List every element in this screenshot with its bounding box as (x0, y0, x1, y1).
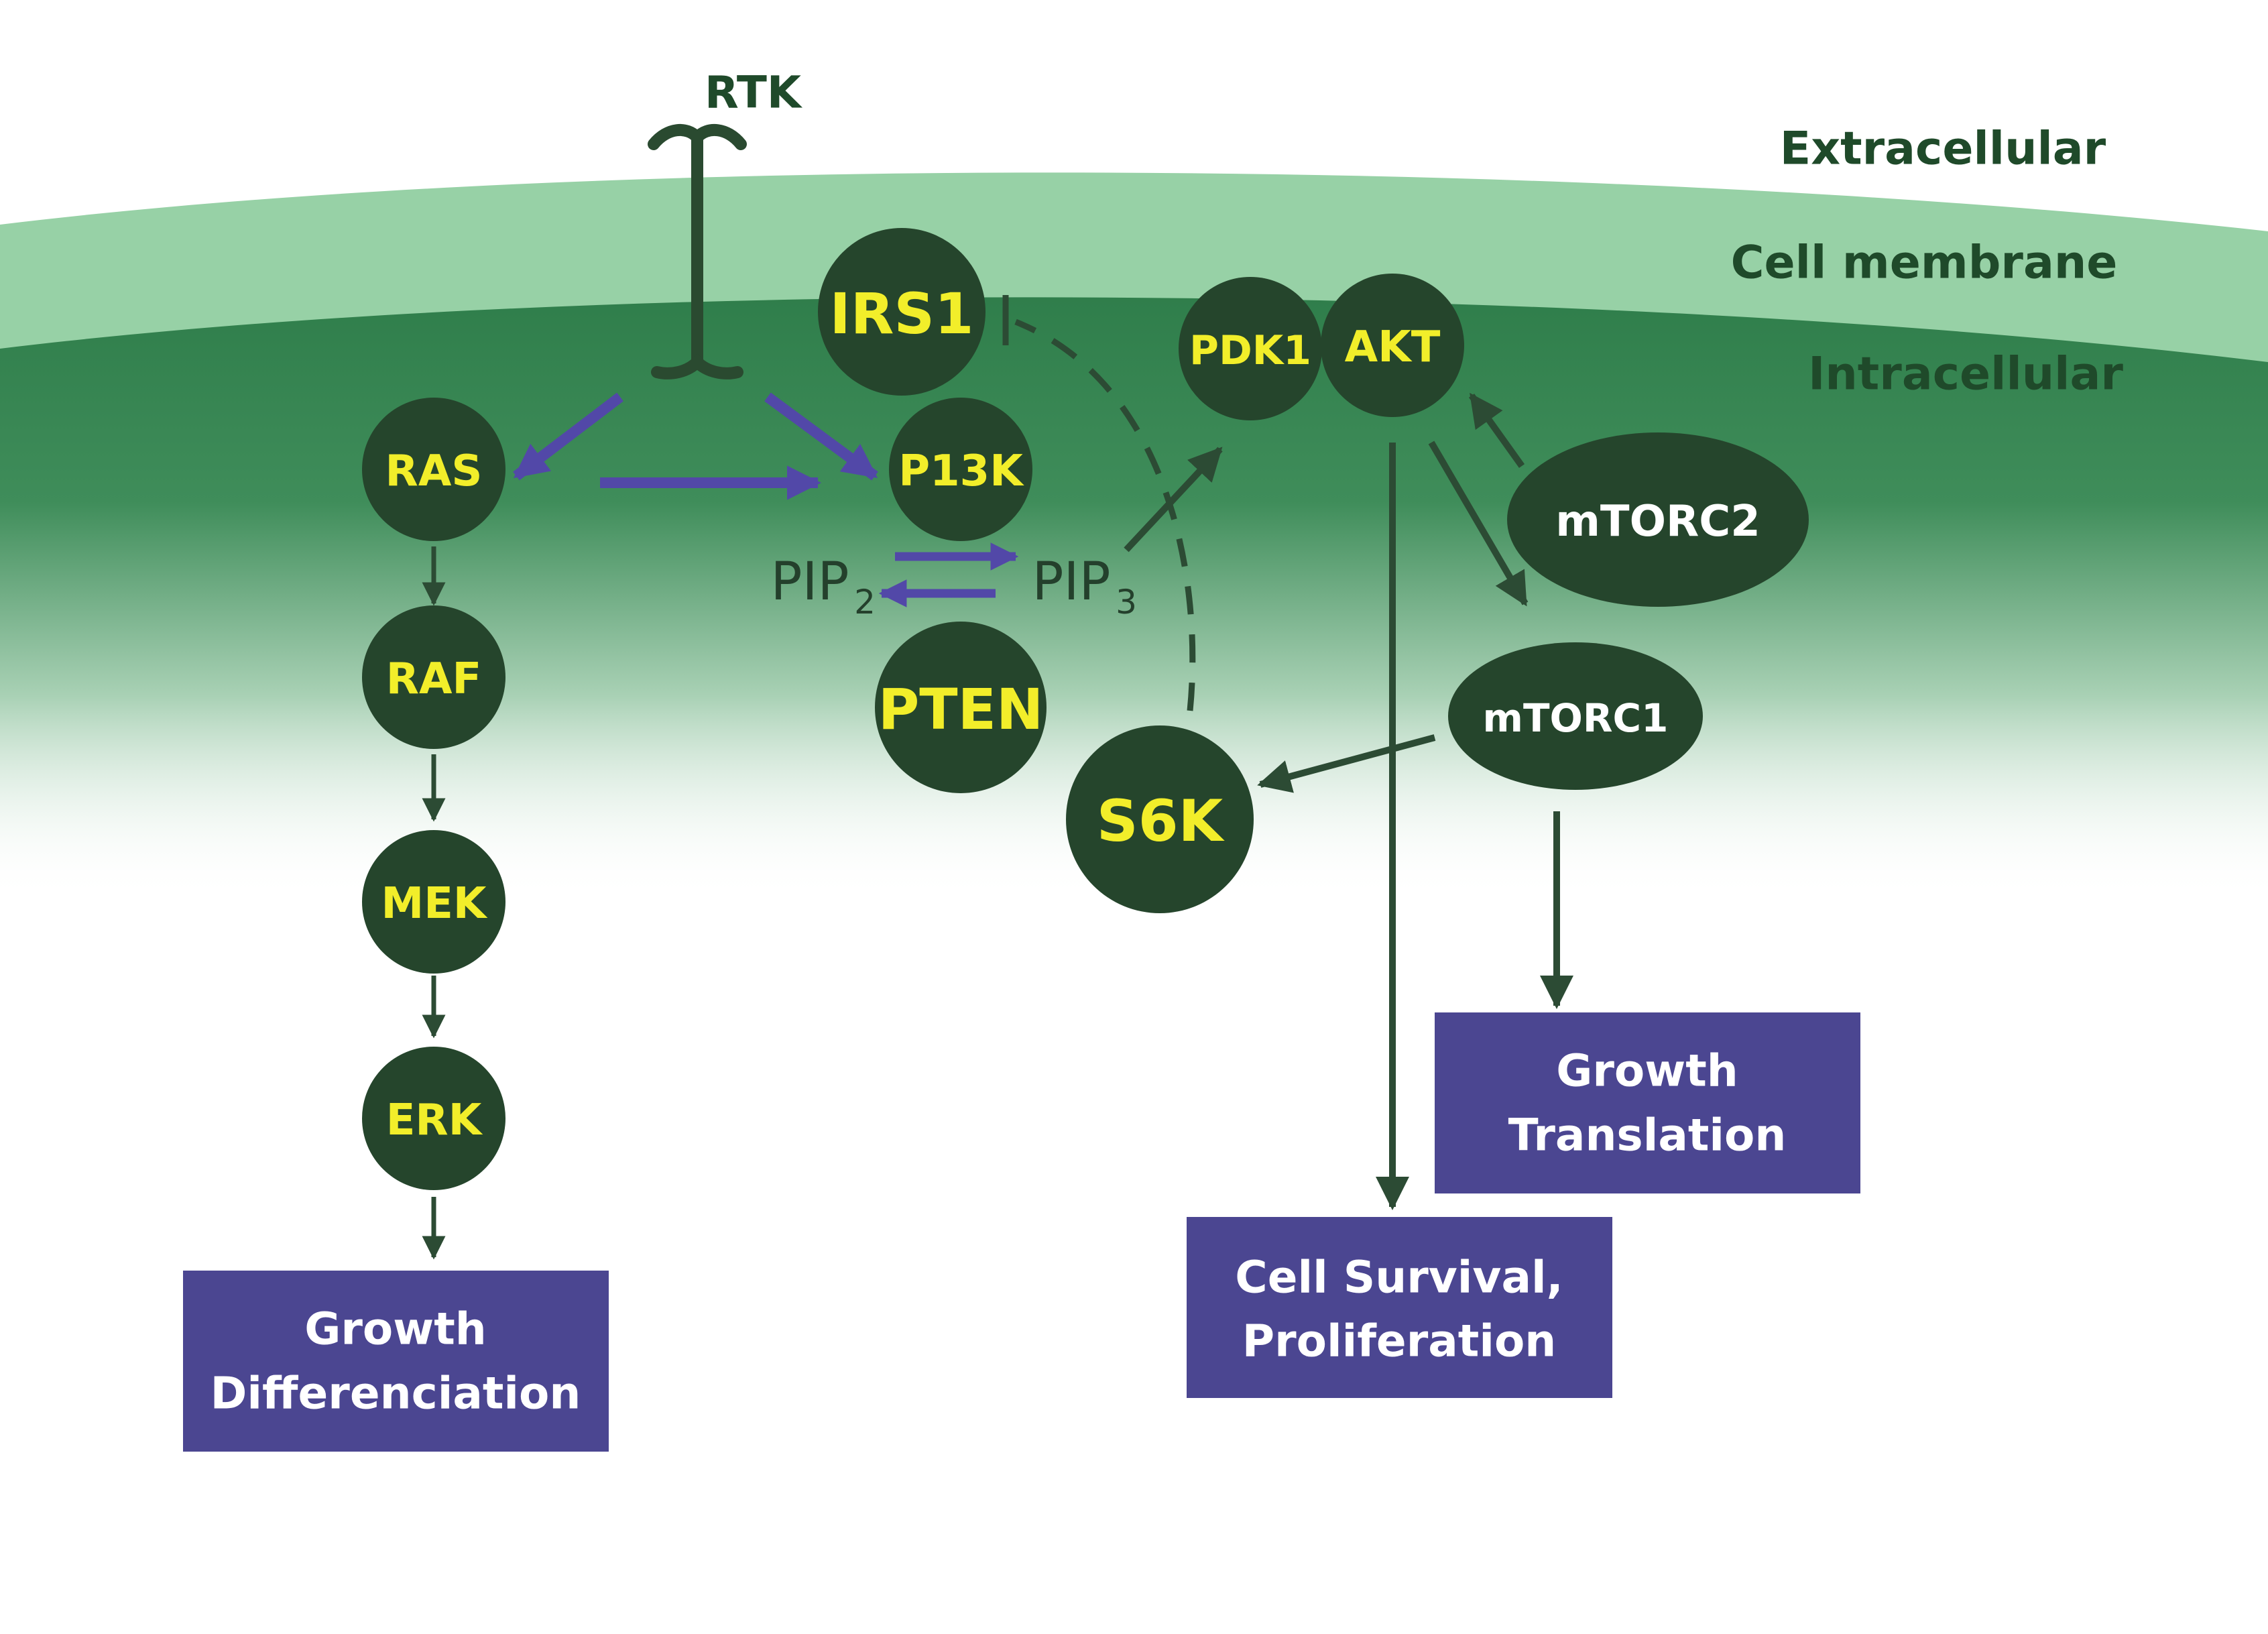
mtorc2-label: mTORC2 (1555, 497, 1760, 546)
svg-text:PIP: PIP (770, 552, 849, 612)
svg-text:PIP: PIP (1032, 552, 1110, 612)
node-s6k: S6K (1066, 725, 1254, 913)
complex-mtorc1: mTORC1 (1448, 642, 1703, 790)
outcome-cell-survival: Cell Survival, Proliferation (1187, 1217, 1612, 1398)
pip3-label: PIP 3 (1032, 552, 1136, 622)
rtk-receptor-icon (648, 123, 747, 380)
outcome-growth-differentiation: Growth Differenciation (183, 1271, 609, 1452)
svg-text:Proliferation: Proliferation (1242, 1316, 1557, 1367)
complex-mtorc2: mTORC2 (1507, 432, 1809, 607)
akt-pathway-arrows (1124, 392, 1573, 1210)
svg-text:Growth: Growth (1556, 1045, 1738, 1097)
svg-text:Differenciation: Differenciation (211, 1368, 581, 1419)
erk-label: ERK (386, 1096, 483, 1145)
node-erk: ERK (362, 1047, 505, 1190)
rtk-to-p13k-arrow (764, 392, 878, 481)
raf-label: RAF (386, 654, 482, 704)
outcome-growth-translation: Growth Translation (1435, 1012, 1860, 1193)
pip3-subscript: 3 (1116, 583, 1137, 622)
akt-to-mtorc1-arrow (1428, 441, 1529, 607)
node-raf: RAF (362, 605, 505, 749)
akt-label: AKT (1345, 323, 1441, 372)
mek-label: MEK (381, 879, 488, 929)
intracellular-label: Intracellular (1808, 348, 2123, 401)
rtk-to-ras-arrow (513, 392, 623, 481)
node-pdk1: PDK1 (1179, 277, 1322, 420)
ras-label: RAS (385, 447, 483, 496)
s6k-label: S6K (1097, 788, 1226, 855)
pip2-subscript: 2 (854, 583, 876, 622)
p13k-label: P13K (898, 447, 1024, 496)
svg-text:Translation: Translation (1508, 1110, 1787, 1161)
irs1-label: IRS1 (830, 281, 974, 347)
node-mek: MEK (362, 830, 505, 974)
mtorc1-to-s6k-arrow (1257, 734, 1436, 793)
node-p13k: P13K (889, 398, 1032, 541)
node-akt: AKT (1321, 274, 1464, 417)
membrane-label: Cell membrane (1731, 237, 2118, 290)
pdk1-label: PDK1 (1189, 327, 1311, 374)
node-ras: RAS (362, 398, 505, 541)
pten-label: PTEN (878, 677, 1044, 742)
rtk-label: RTK (705, 67, 803, 119)
extracellular-label: Extracellular (1780, 123, 2106, 176)
ras-pathway-arrows (513, 392, 1019, 607)
pip2-label: PIP 2 (770, 552, 875, 622)
mtorc2-to-akt-arrow (1468, 392, 1525, 468)
pip3-to-pdk1-arrow (1124, 447, 1223, 552)
cell-membrane (0, 172, 2268, 362)
s6k-irs1-inhibition (1002, 295, 1196, 711)
node-pten: PTEN (875, 622, 1047, 793)
svg-text:Cell Survival,: Cell Survival, (1235, 1252, 1563, 1303)
mtorc1-label: mTORC1 (1483, 695, 1669, 741)
node-irs1: IRS1 (818, 228, 986, 396)
svg-text:Growth: Growth (304, 1303, 487, 1355)
